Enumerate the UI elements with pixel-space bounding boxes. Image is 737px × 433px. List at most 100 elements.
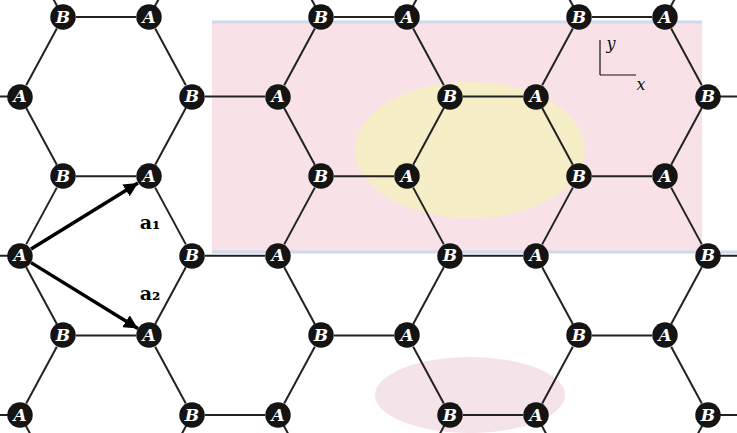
atom-circle: B	[179, 402, 205, 428]
atom-label: B	[314, 327, 328, 344]
atom-circle: B	[308, 322, 334, 348]
atom-circle: A	[394, 163, 420, 189]
atom-circle: B	[308, 163, 334, 189]
bond-line	[205, 96, 265, 98]
vector-label: a₁	[138, 212, 163, 233]
atom-circle: B	[695, 84, 721, 110]
atom-circle: A	[394, 322, 420, 348]
atom-label: B	[185, 88, 199, 105]
atom-circle: B	[566, 163, 592, 189]
bond-line	[205, 414, 265, 416]
bond-line	[155, 347, 186, 404]
watermark-crest	[375, 357, 565, 433]
atom-circle: B	[695, 243, 721, 269]
bond-line	[542, 267, 573, 324]
atom-circle: A	[7, 402, 33, 428]
bond-line	[463, 255, 523, 257]
atom-label: B	[572, 168, 586, 185]
atom-circle: A	[394, 4, 420, 30]
atom-circle: A	[523, 84, 549, 110]
bond-line	[592, 334, 652, 336]
bond-line	[76, 16, 136, 18]
atom-label: A	[13, 247, 26, 264]
atom-circle: B	[566, 322, 592, 348]
lattice-vector-arrow	[31, 263, 138, 329]
atom-label: B	[572, 9, 586, 26]
atom-label: B	[185, 407, 199, 424]
atom-label: B	[443, 88, 457, 105]
watermark-border	[212, 22, 737, 252]
atom-circle: B	[179, 84, 205, 110]
bond-line	[284, 108, 315, 165]
atom-label: B	[185, 247, 199, 264]
bond-line	[413, 267, 444, 324]
atom-circle: B	[437, 243, 463, 269]
bond-line	[284, 267, 315, 324]
bond-line	[671, 188, 702, 245]
axis-label: x	[636, 76, 645, 94]
atom-label: A	[400, 327, 413, 344]
atom-label: B	[56, 327, 70, 344]
atom-label: A	[658, 9, 671, 26]
atom-circle: B	[308, 4, 334, 30]
axis-label: y	[606, 35, 615, 53]
bond-line	[284, 28, 315, 85]
atom-circle: B	[50, 4, 76, 30]
bond-line	[463, 96, 523, 98]
atom-circle: A	[652, 322, 678, 348]
bond-line	[205, 255, 265, 257]
atom-label: A	[400, 9, 413, 26]
atom-label: A	[142, 327, 155, 344]
bond-line	[334, 16, 394, 18]
bond-line	[155, 108, 186, 165]
atom-circle: B	[179, 243, 205, 269]
atom-label: B	[443, 247, 457, 264]
lattice-vector-arrow	[31, 183, 138, 249]
bond-line	[76, 175, 136, 177]
atom-circle: A	[652, 163, 678, 189]
bond-line	[671, 347, 702, 404]
atom-label: A	[271, 407, 284, 424]
atom-circle: B	[437, 84, 463, 110]
atom-circle: A	[7, 243, 33, 269]
watermark-band	[212, 22, 702, 252]
atom-label: A	[142, 168, 155, 185]
atom-circle: B	[50, 163, 76, 189]
bond-line	[155, 28, 186, 85]
atom-circle: B	[566, 4, 592, 30]
atom-circle: A	[265, 84, 291, 110]
atom-circle: A	[523, 243, 549, 269]
bond-line	[592, 16, 652, 18]
atom-label: A	[142, 9, 155, 26]
bond-line	[413, 28, 444, 85]
atom-label: B	[701, 88, 715, 105]
bond-line	[26, 347, 57, 404]
bond-line	[671, 267, 702, 324]
atom-circle: B	[437, 402, 463, 428]
bond-line	[671, 108, 702, 165]
atom-circle: A	[136, 163, 162, 189]
bond-line	[284, 347, 315, 404]
bond-line	[542, 188, 573, 245]
atom-label: B	[56, 168, 70, 185]
atom-circle: B	[50, 322, 76, 348]
atom-label: A	[529, 247, 542, 264]
atom-label: A	[400, 168, 413, 185]
atom-label: A	[658, 168, 671, 185]
bond-line	[334, 334, 394, 336]
atom-label: A	[529, 407, 542, 424]
atom-circle: B	[695, 402, 721, 428]
atom-label: A	[13, 88, 26, 105]
bond-line	[463, 414, 523, 416]
atom-circle: A	[652, 4, 678, 30]
atom-label: A	[529, 88, 542, 105]
atom-label: A	[271, 247, 284, 264]
bond-line	[334, 175, 394, 177]
atom-label: A	[13, 407, 26, 424]
atom-label: B	[701, 407, 715, 424]
bond-line	[413, 188, 444, 245]
watermark-eagle	[355, 82, 585, 218]
atom-circle: A	[7, 84, 33, 110]
atom-label: B	[56, 9, 70, 26]
